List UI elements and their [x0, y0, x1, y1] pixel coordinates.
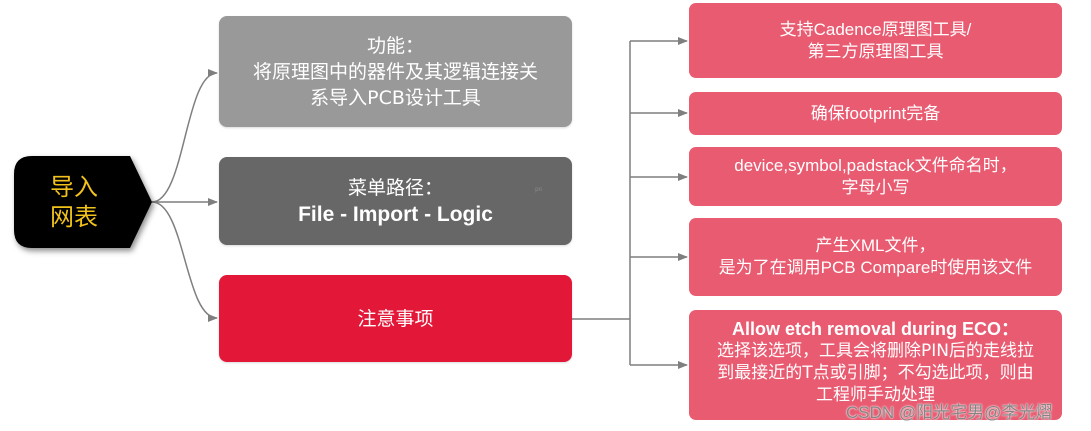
root-node-label: 导入 网表	[50, 173, 98, 231]
note-5-line-1: 选择该选项，工具会将删除PIN后的走线拉	[717, 341, 1034, 361]
root-node-import-netlist[interactable]: 导入 网表	[14, 156, 152, 248]
note-3-line-1: device,symbol,padstack文件命名时，	[734, 155, 1017, 175]
note-5-line-3: 工程师手动处理	[816, 385, 935, 405]
note-4-line-2: 是为了在调用PCB Compare时使用该文件	[718, 258, 1033, 277]
watermark: CSDN @阳光宅男@李光熠	[846, 403, 1053, 422]
note-item-1[interactable]: 支持Cadence原理图工具/ 第三方原理图工具	[689, 3, 1062, 78]
branch-notes[interactable]: 注意事项	[219, 275, 572, 362]
note-item-3[interactable]: device,symbol,padstack文件命名时， 字母小写	[689, 147, 1062, 206]
function-line-2: 系导入PCB设计工具	[310, 86, 481, 109]
root-node-shape	[14, 156, 152, 248]
note-2-line-1: 确保footprint完备	[810, 103, 941, 123]
function-title: 功能：	[366, 34, 424, 57]
note-3-line-2: 字母小写	[841, 177, 910, 198]
notes-title: 注意事项	[357, 307, 434, 330]
menu-path-title: 菜单路径：	[347, 176, 443, 199]
note-5-line-2: 到最接近的T点或引脚；不勾选此项，则由	[717, 363, 1034, 383]
note-1-line-2: 第三方原理图工具	[807, 41, 944, 62]
connector-root-to-function	[151, 69, 218, 203]
note-1-line-1: 支持Cadence原理图工具/	[779, 19, 972, 39]
note-item-4[interactable]: 产生XML文件， 是为了在调用PCB Compare时使用该文件	[689, 218, 1062, 296]
note-item-5[interactable]: Allow etch removal during ECO： 选择该选项，工具会…	[689, 310, 1062, 420]
branch-function[interactable]: 功能： 将原理图中的器件及其逻辑连接关 系导入PCB设计工具	[219, 16, 572, 127]
stray-mark: pn	[535, 186, 543, 193]
connector-root-to-notes	[151, 201, 218, 322]
note-item-2[interactable]: 确保footprint完备	[689, 92, 1062, 135]
note-4-line-1: 产生XML文件，	[815, 236, 936, 255]
function-line-1: 将原理图中的器件及其逻辑连接关	[252, 60, 538, 83]
branch-menu-path[interactable]: 菜单路径： File - Import - Logic	[219, 157, 572, 245]
note-5-heading: Allow etch removal during ECO：	[731, 319, 1020, 339]
menu-path-value: File - Import - Logic	[298, 202, 493, 226]
